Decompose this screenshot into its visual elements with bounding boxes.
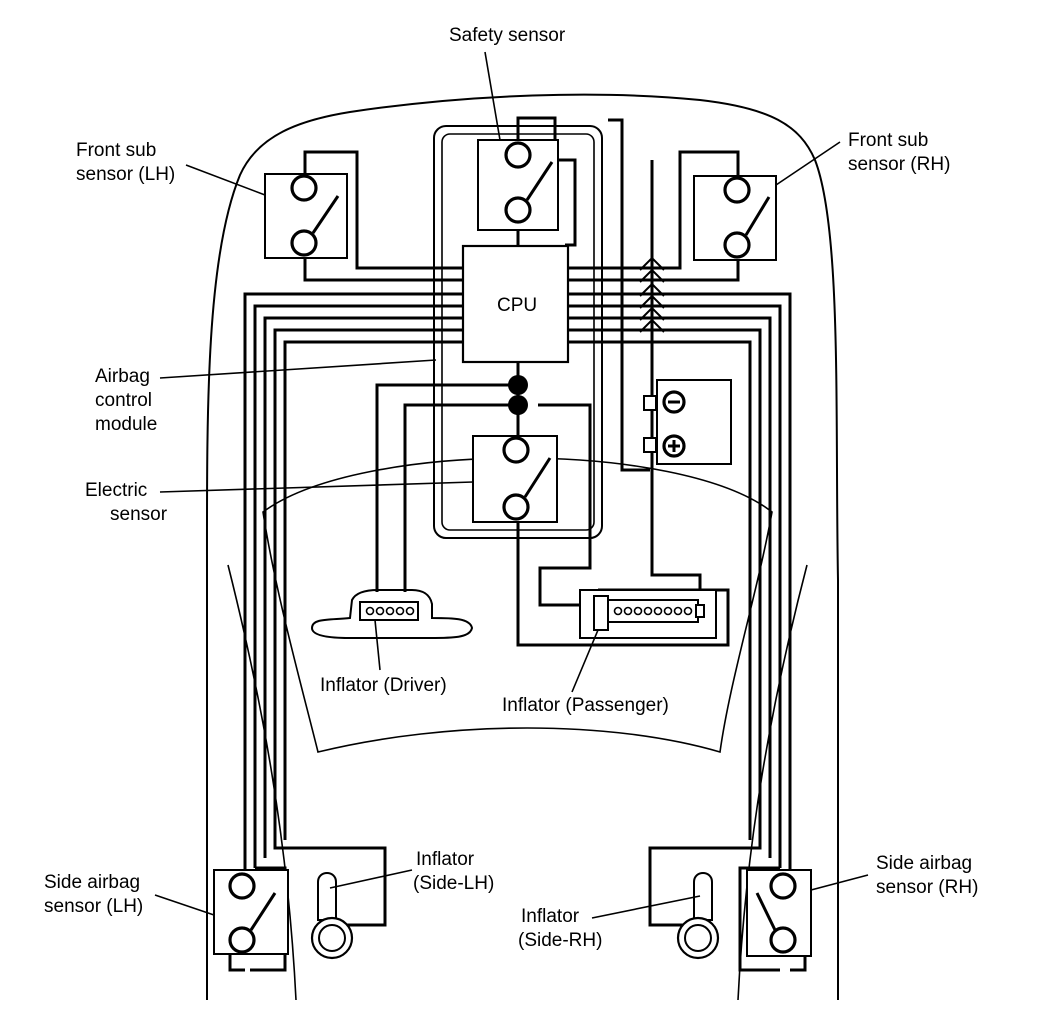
inflator-driver <box>310 589 474 639</box>
junction-dot <box>508 395 528 415</box>
label-airbag-control-module-line1: Airbag <box>95 366 150 387</box>
label-front-sub-rh-line2: sensor (RH) <box>848 154 951 175</box>
label-airbag-control-module-line3: module <box>95 414 158 435</box>
label-inflator-driver: Inflator (Driver) <box>320 675 447 696</box>
electric-sensor <box>472 435 558 523</box>
leader-lines <box>154 51 869 919</box>
label-side-airbag-rh-line1: Side airbag <box>876 853 973 874</box>
label-side-airbag-lh-line2: sensor (LH) <box>44 896 144 917</box>
label-front-sub-lh-line1: Front sub <box>76 140 157 161</box>
side-airbag-sensor-lh <box>213 869 289 955</box>
front-sub-sensor-rh <box>693 175 777 261</box>
label-safety-sensor: Safety sensor <box>449 25 566 46</box>
label-electric-sensor-line2: sensor <box>110 504 168 525</box>
side-airbag-sensor-rh <box>746 869 812 957</box>
label-front-sub-rh-line1: Front sub <box>848 130 929 151</box>
cpu-unit <box>461 244 570 364</box>
safety-sensor <box>477 139 559 231</box>
label-side-airbag-rh-line2: sensor (RH) <box>876 877 979 898</box>
inflator-side-rh <box>676 872 720 960</box>
body-inner-line-left <box>227 564 297 1001</box>
label-inflator-passenger: Inflator (Passenger) <box>502 695 669 716</box>
label-inflator-side-lh-line2: (Side-LH) <box>413 873 495 894</box>
battery <box>643 379 732 465</box>
body-inner-line-right <box>737 564 808 1001</box>
label-front-sub-lh-line2: sensor (LH) <box>76 164 176 185</box>
vehicle-body-outline <box>205 93 839 1000</box>
label-airbag-control-module-line2: control <box>95 390 153 411</box>
front-sub-sensor-lh <box>264 173 348 259</box>
inflator-passenger <box>579 589 717 639</box>
label-inflator-side-lh-line1: Inflator <box>416 849 475 870</box>
label-inflator-side-rh-line2: (Side-RH) <box>518 930 603 951</box>
label-inflator-side-rh-line1: Inflator <box>521 906 580 927</box>
label-side-airbag-lh-line1: Side airbag <box>44 872 141 893</box>
inflator-side-lh <box>310 872 354 960</box>
junction-dot <box>508 375 528 395</box>
cpu-label: CPU <box>497 295 537 316</box>
harness-chevrons <box>639 256 665 333</box>
label-electric-sensor-line1: Electric <box>85 480 148 501</box>
